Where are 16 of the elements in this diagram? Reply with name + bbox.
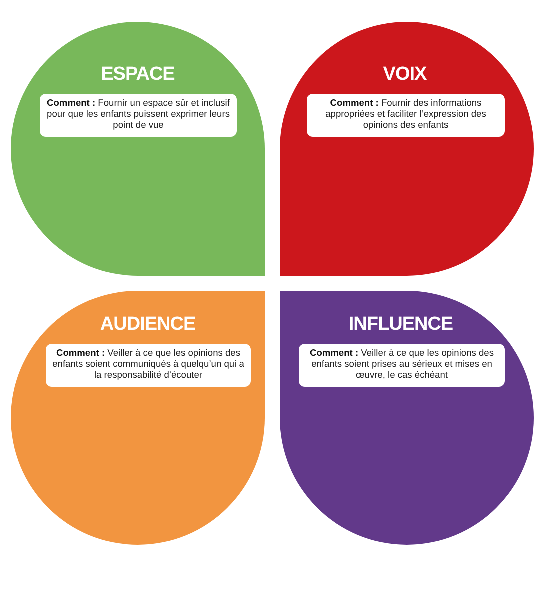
petal-shape (11, 291, 265, 545)
description-card (307, 94, 505, 137)
petal-title: ESPACE (101, 65, 175, 85)
petal-title: INFLUENCE (348, 315, 454, 335)
description-card (299, 344, 505, 387)
petal-shape (11, 22, 265, 276)
description-card (46, 344, 251, 387)
petal-shape (280, 291, 534, 545)
petal-title: VOIX (383, 65, 427, 85)
description-text: Comment : Fournir un espace sûr et inclusif pour que les enfants puissent exprimer leurs point de vue (46, 98, 231, 131)
description-text: Comment : Veiller à ce que les opinions des enfants soient communiqués à quelqu’un qui a la responsabilité d’écouter (52, 348, 246, 381)
petal-shape (280, 22, 534, 276)
description-card (40, 94, 237, 137)
petal-title: AUDIENCE (100, 315, 196, 335)
description-text: Comment : Veiller à ce que les opinions des enfants soient prises au sérieux et mises en œuvre, le cas échéant (309, 348, 495, 381)
description-text: Comment : Fournir des informations appropriées et faciliter l’expression des opinions des enfants (324, 98, 488, 131)
